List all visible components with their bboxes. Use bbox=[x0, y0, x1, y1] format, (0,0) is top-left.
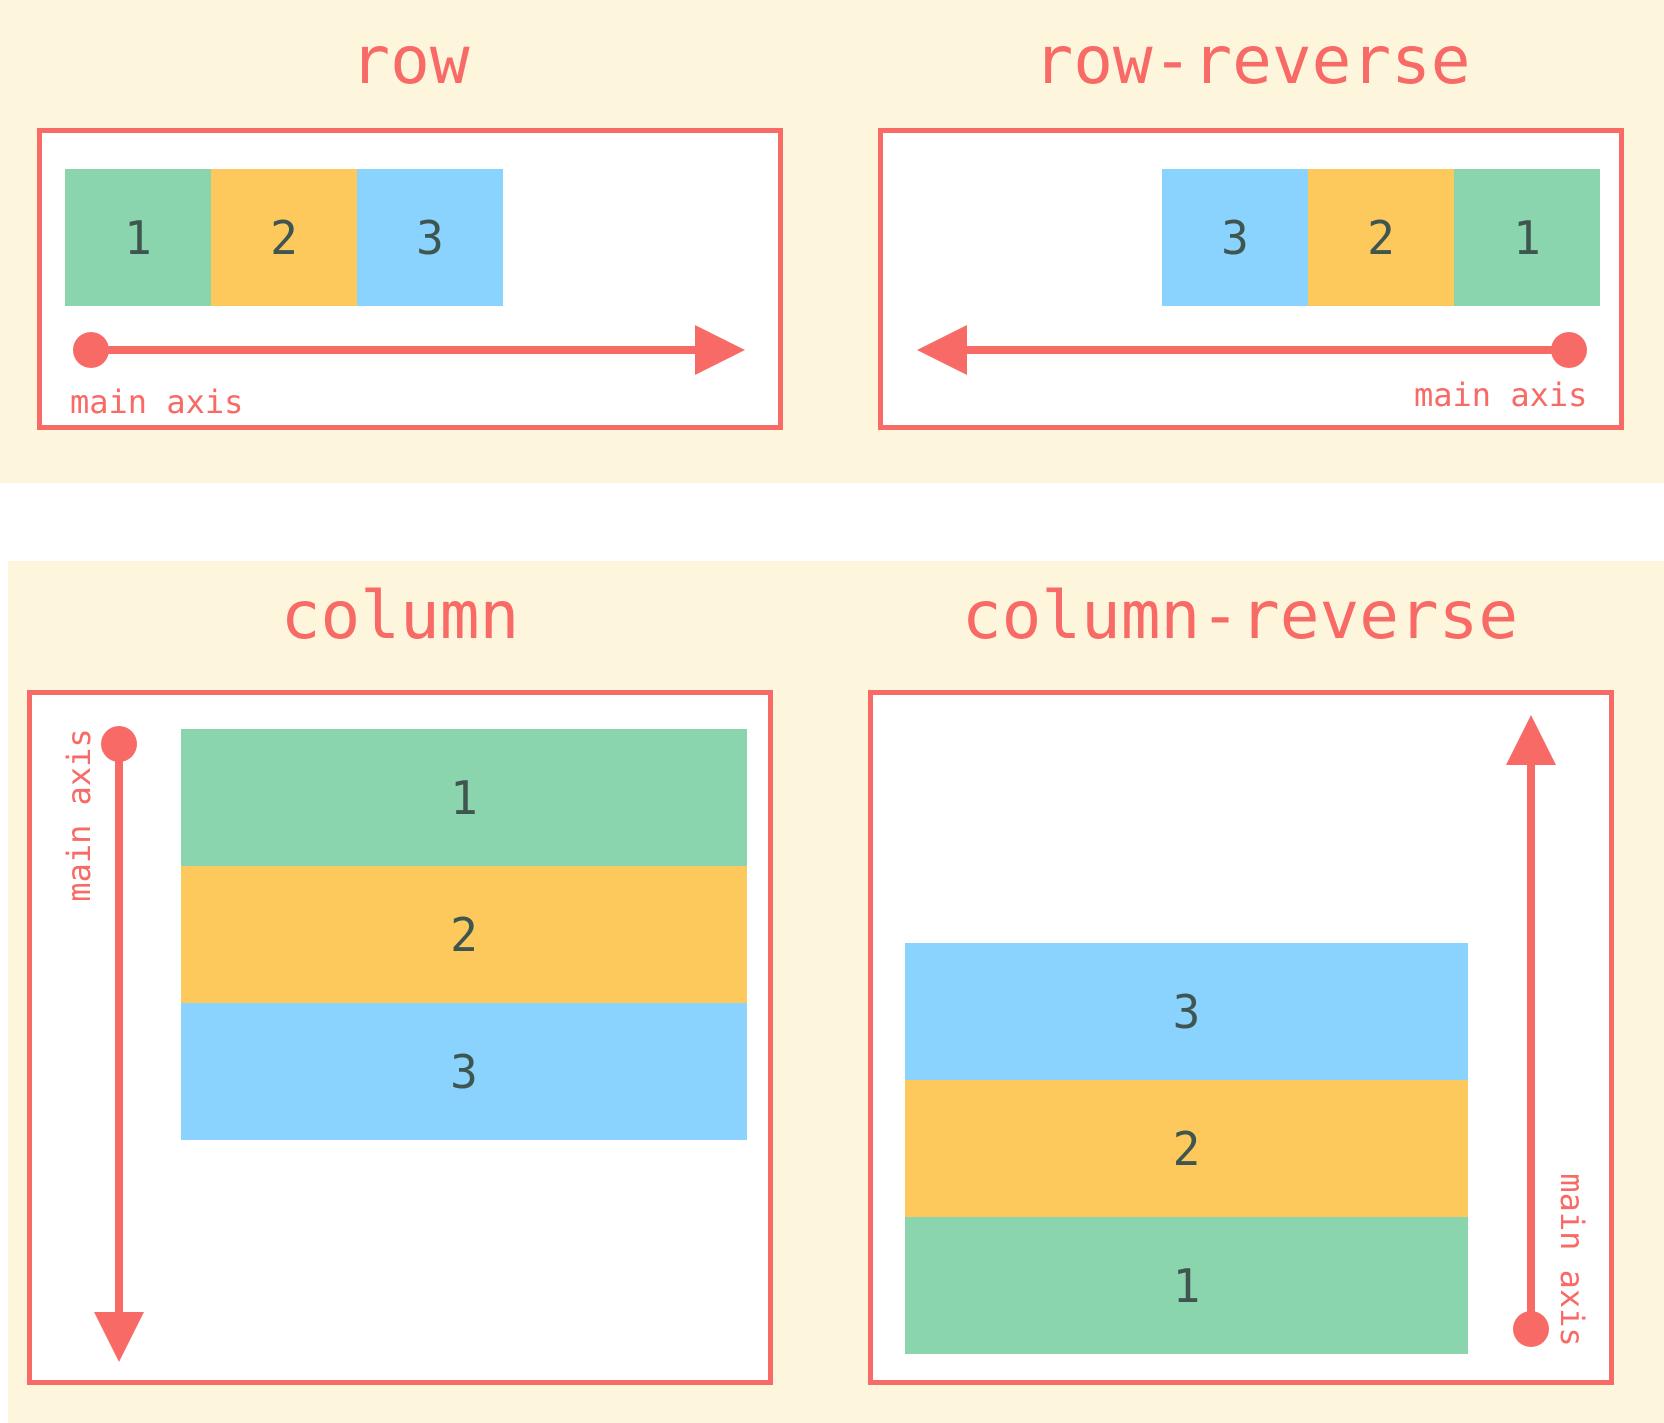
column-title: column bbox=[280, 577, 520, 654]
column-reverse-item-2: 2 bbox=[905, 1080, 1468, 1217]
row-reverse-item-2: 2 bbox=[1308, 169, 1454, 306]
column-axis-arrowhead bbox=[94, 1312, 144, 1362]
column-reverse-axis-arrowhead bbox=[1506, 715, 1556, 765]
row-reverse-container: 3 2 1 main axis bbox=[878, 128, 1624, 430]
row-reverse-main-axis-arrow bbox=[917, 325, 1587, 375]
column-reverse-container: 3 2 1 bbox=[868, 690, 1614, 1385]
row-axis-arrowhead bbox=[695, 325, 745, 375]
row-item-1: 1 bbox=[65, 169, 211, 306]
row-main-axis-label: main axis bbox=[70, 383, 244, 421]
row-reverse-title: row-reverse bbox=[1033, 22, 1471, 99]
column-item-2: 2 bbox=[181, 866, 747, 1003]
column-reverse-item-1: 1 bbox=[905, 1217, 1468, 1354]
column-reverse-item-3: 3 bbox=[905, 943, 1468, 1080]
row-main-axis-arrow bbox=[73, 325, 745, 375]
row-reverse-item-3: 3 bbox=[1162, 169, 1308, 306]
row-title: row bbox=[350, 22, 470, 99]
column-item-1: 1 bbox=[181, 729, 747, 866]
row-item-2: 2 bbox=[211, 169, 357, 306]
row-reverse-axis-arrowhead bbox=[917, 325, 967, 375]
row-reverse-main-axis-label: main axis bbox=[1414, 376, 1588, 414]
row-item-3: 3 bbox=[357, 169, 503, 306]
column-item-3: 3 bbox=[181, 1003, 747, 1140]
row-container: 1 2 3 main axis bbox=[37, 128, 783, 430]
column-reverse-title: column-reverse bbox=[961, 577, 1519, 654]
row-reverse-item-1: 1 bbox=[1454, 169, 1600, 306]
column-container: 1 2 3 bbox=[27, 690, 773, 1385]
